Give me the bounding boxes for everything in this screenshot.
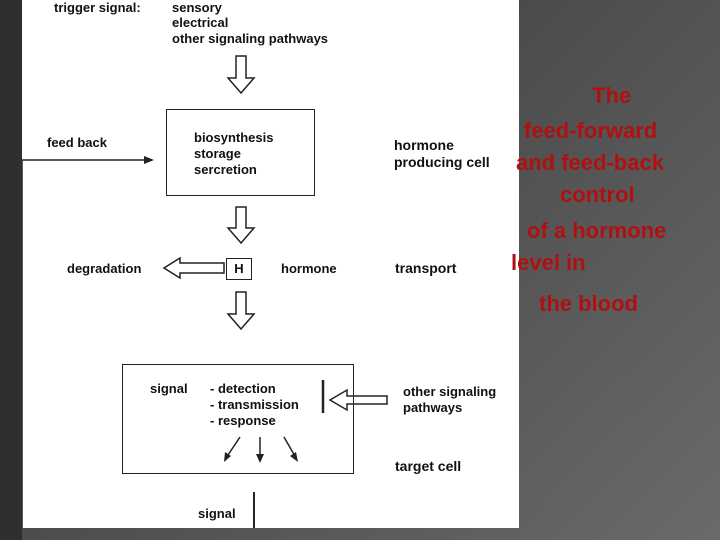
feedback-line <box>22 159 148 528</box>
caption-line-3: and feed-back <box>516 150 664 175</box>
target-cell-box <box>122 364 354 474</box>
other-pathways-line2: pathways <box>403 400 463 415</box>
down-arrow-1 <box>226 55 256 95</box>
producing-biosynthesis: biosynthesis <box>194 130 274 145</box>
caption-line-6: level in <box>511 250 586 275</box>
caption-line-5: of a hormone <box>527 218 667 243</box>
trigger-label: trigger signal: <box>54 0 141 15</box>
signal-box-label: signal <box>150 381 188 396</box>
down-arrow-2 <box>226 206 256 245</box>
diagram-arrows <box>22 55 388 528</box>
caption-line-7: the blood <box>539 291 638 316</box>
hormone-label: hormone <box>281 261 337 276</box>
producing-secretion: sercretion <box>194 162 257 177</box>
producing-cell-box <box>166 109 315 196</box>
trigger-item-electrical: electrical <box>172 15 229 30</box>
down-arrow-3 <box>226 291 256 331</box>
signal-transmission: - transmission <box>210 397 299 412</box>
signal-response: - response <box>210 413 276 428</box>
hormone-control-diagram: trigger signal: sensory electrical other… <box>22 0 519 528</box>
left-arrow-pathways <box>328 388 388 412</box>
trigger-item-other: other signaling pathways <box>172 31 329 46</box>
slide-left-stripe <box>0 0 22 540</box>
caption-line-2: feed-forward <box>524 118 658 143</box>
caption-line-4: control <box>560 182 635 207</box>
caption-line-1: The <box>592 83 632 108</box>
signal-detection: - detection <box>210 381 276 396</box>
hormone-producing-line1: hormone <box>394 137 454 153</box>
producing-storage: storage <box>194 146 241 161</box>
h-box-label: H <box>234 261 244 276</box>
bottom-signal-label: signal <box>198 506 236 521</box>
hormone-producing-line2: producing cell <box>394 154 490 170</box>
feedback-arrowhead <box>144 156 154 164</box>
other-pathways-line1: other signaling <box>403 384 497 399</box>
target-cell-label: target cell <box>395 458 462 474</box>
trigger-item-sensory: sensory <box>172 0 222 15</box>
left-arrow-degradation <box>162 256 225 280</box>
h-box: H <box>226 258 252 280</box>
feedback-label: feed back <box>47 135 107 150</box>
degradation-label: degradation <box>67 261 142 276</box>
transport-label: transport <box>395 260 457 276</box>
